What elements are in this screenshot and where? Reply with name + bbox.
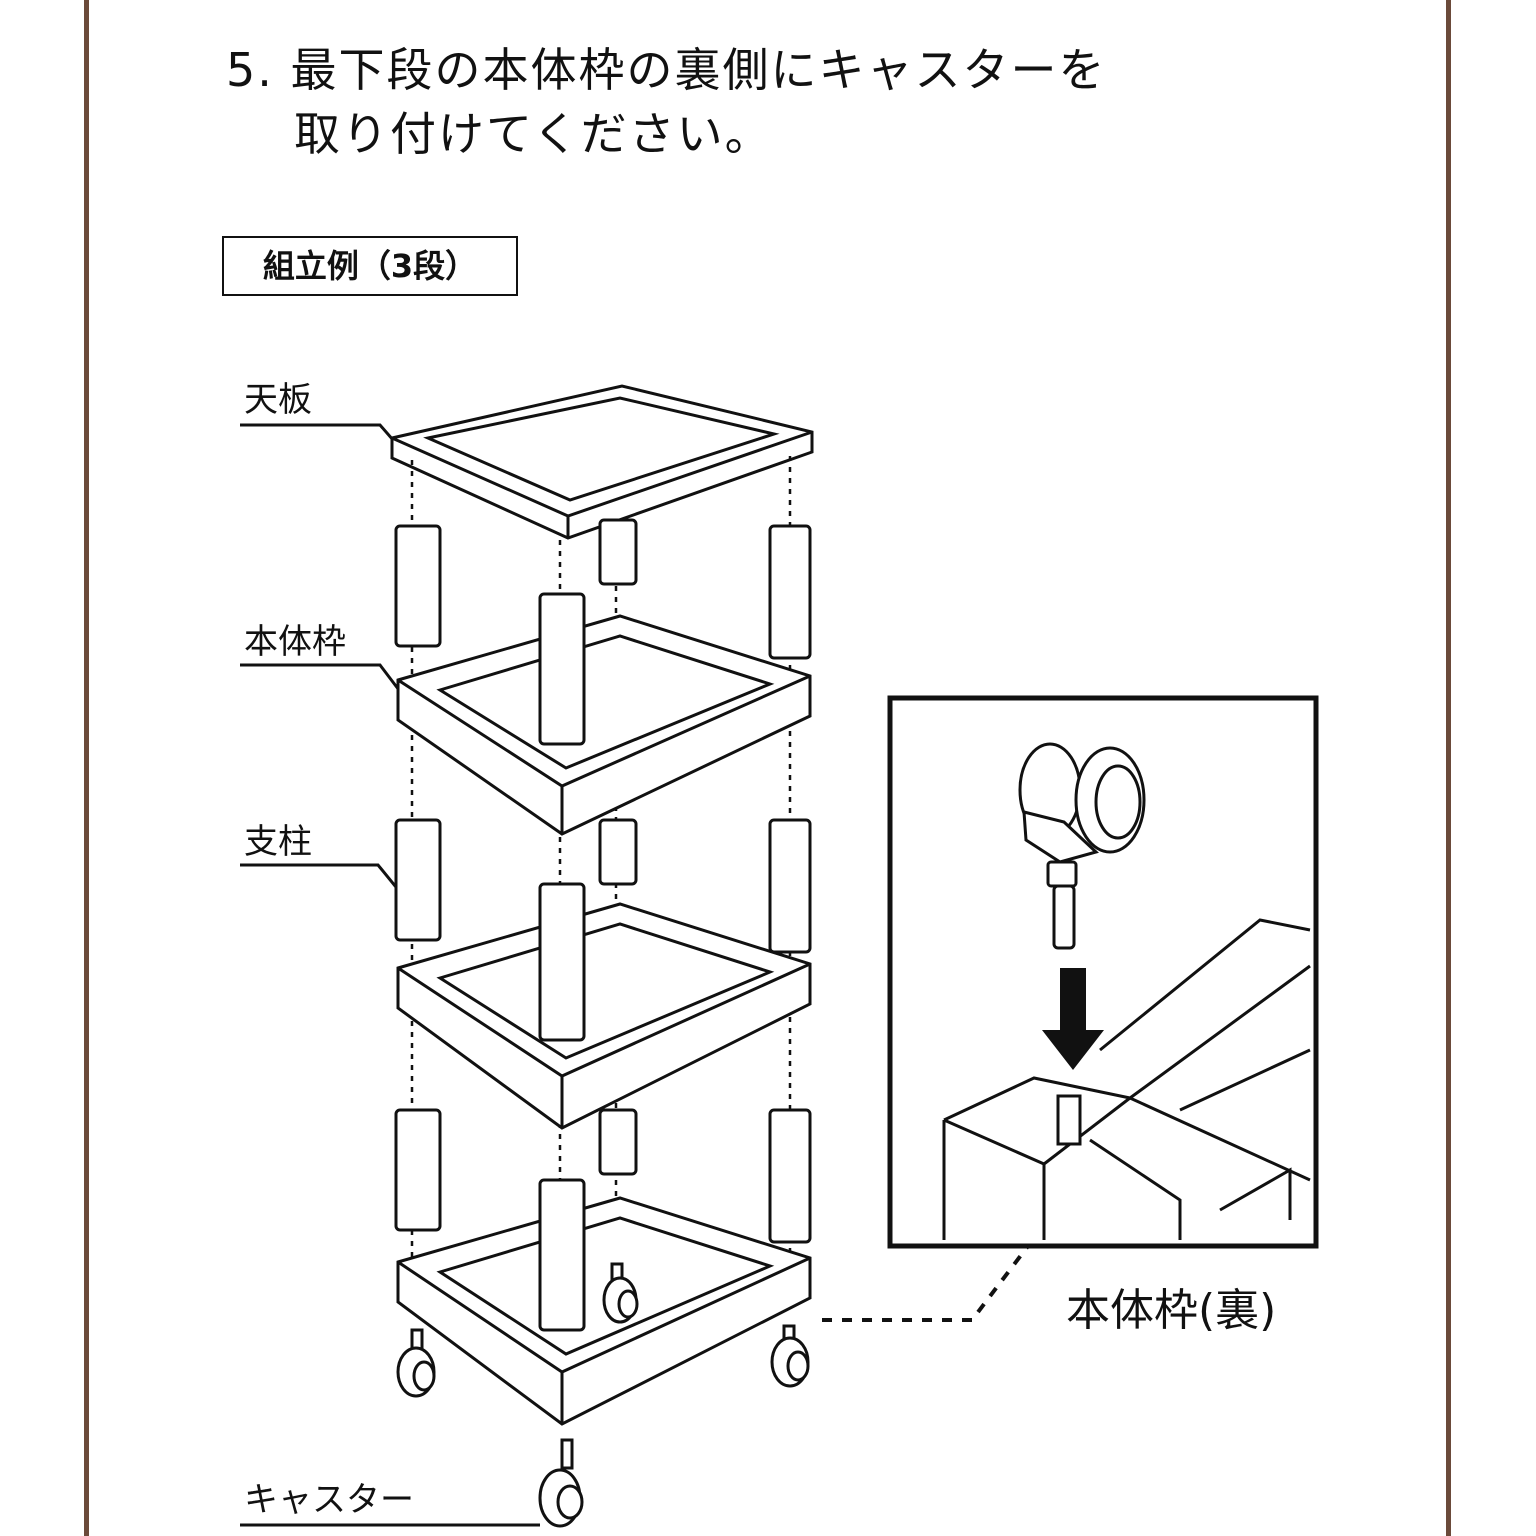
- tier-1: [394, 518, 812, 836]
- left-border: [84, 0, 89, 1536]
- right-border: [1446, 0, 1451, 1536]
- caster-detached: [538, 1438, 584, 1528]
- label-top-board: 天板: [244, 380, 312, 420]
- step-instruction: 5. 最下段の本体枠の裏側にキャスターを 取り付けてください。: [226, 38, 1107, 166]
- inset-caster: [1018, 742, 1146, 950]
- label-pillar: 支柱: [244, 822, 312, 862]
- inset-detail: [887, 695, 1319, 1249]
- caster-front-left: [396, 1328, 436, 1398]
- label-body-frame: 本体枠: [244, 622, 346, 662]
- assembly-example-label: 組立例（3段）: [222, 236, 518, 296]
- step-instruction-line2: 取り付けてください。: [294, 107, 773, 161]
- caster-front-right: [770, 1324, 810, 1388]
- inset-connector: [822, 1244, 1030, 1322]
- down-arrow-icon: [1042, 968, 1104, 1070]
- tier-2: [394, 818, 812, 1130]
- caster-illustrations: [396, 1262, 810, 1528]
- inset-frame-underside: [942, 918, 1311, 1240]
- inset-caption: 本体枠(裏): [1066, 1285, 1277, 1336]
- label-caster: キャスター: [244, 1480, 414, 1520]
- caster-back: [602, 1262, 639, 1324]
- tier-3: [394, 1108, 812, 1426]
- top-board-illustration: [390, 384, 814, 540]
- step-instruction-line1: 5. 最下段の本体枠の裏側にキャスターを: [226, 43, 1107, 97]
